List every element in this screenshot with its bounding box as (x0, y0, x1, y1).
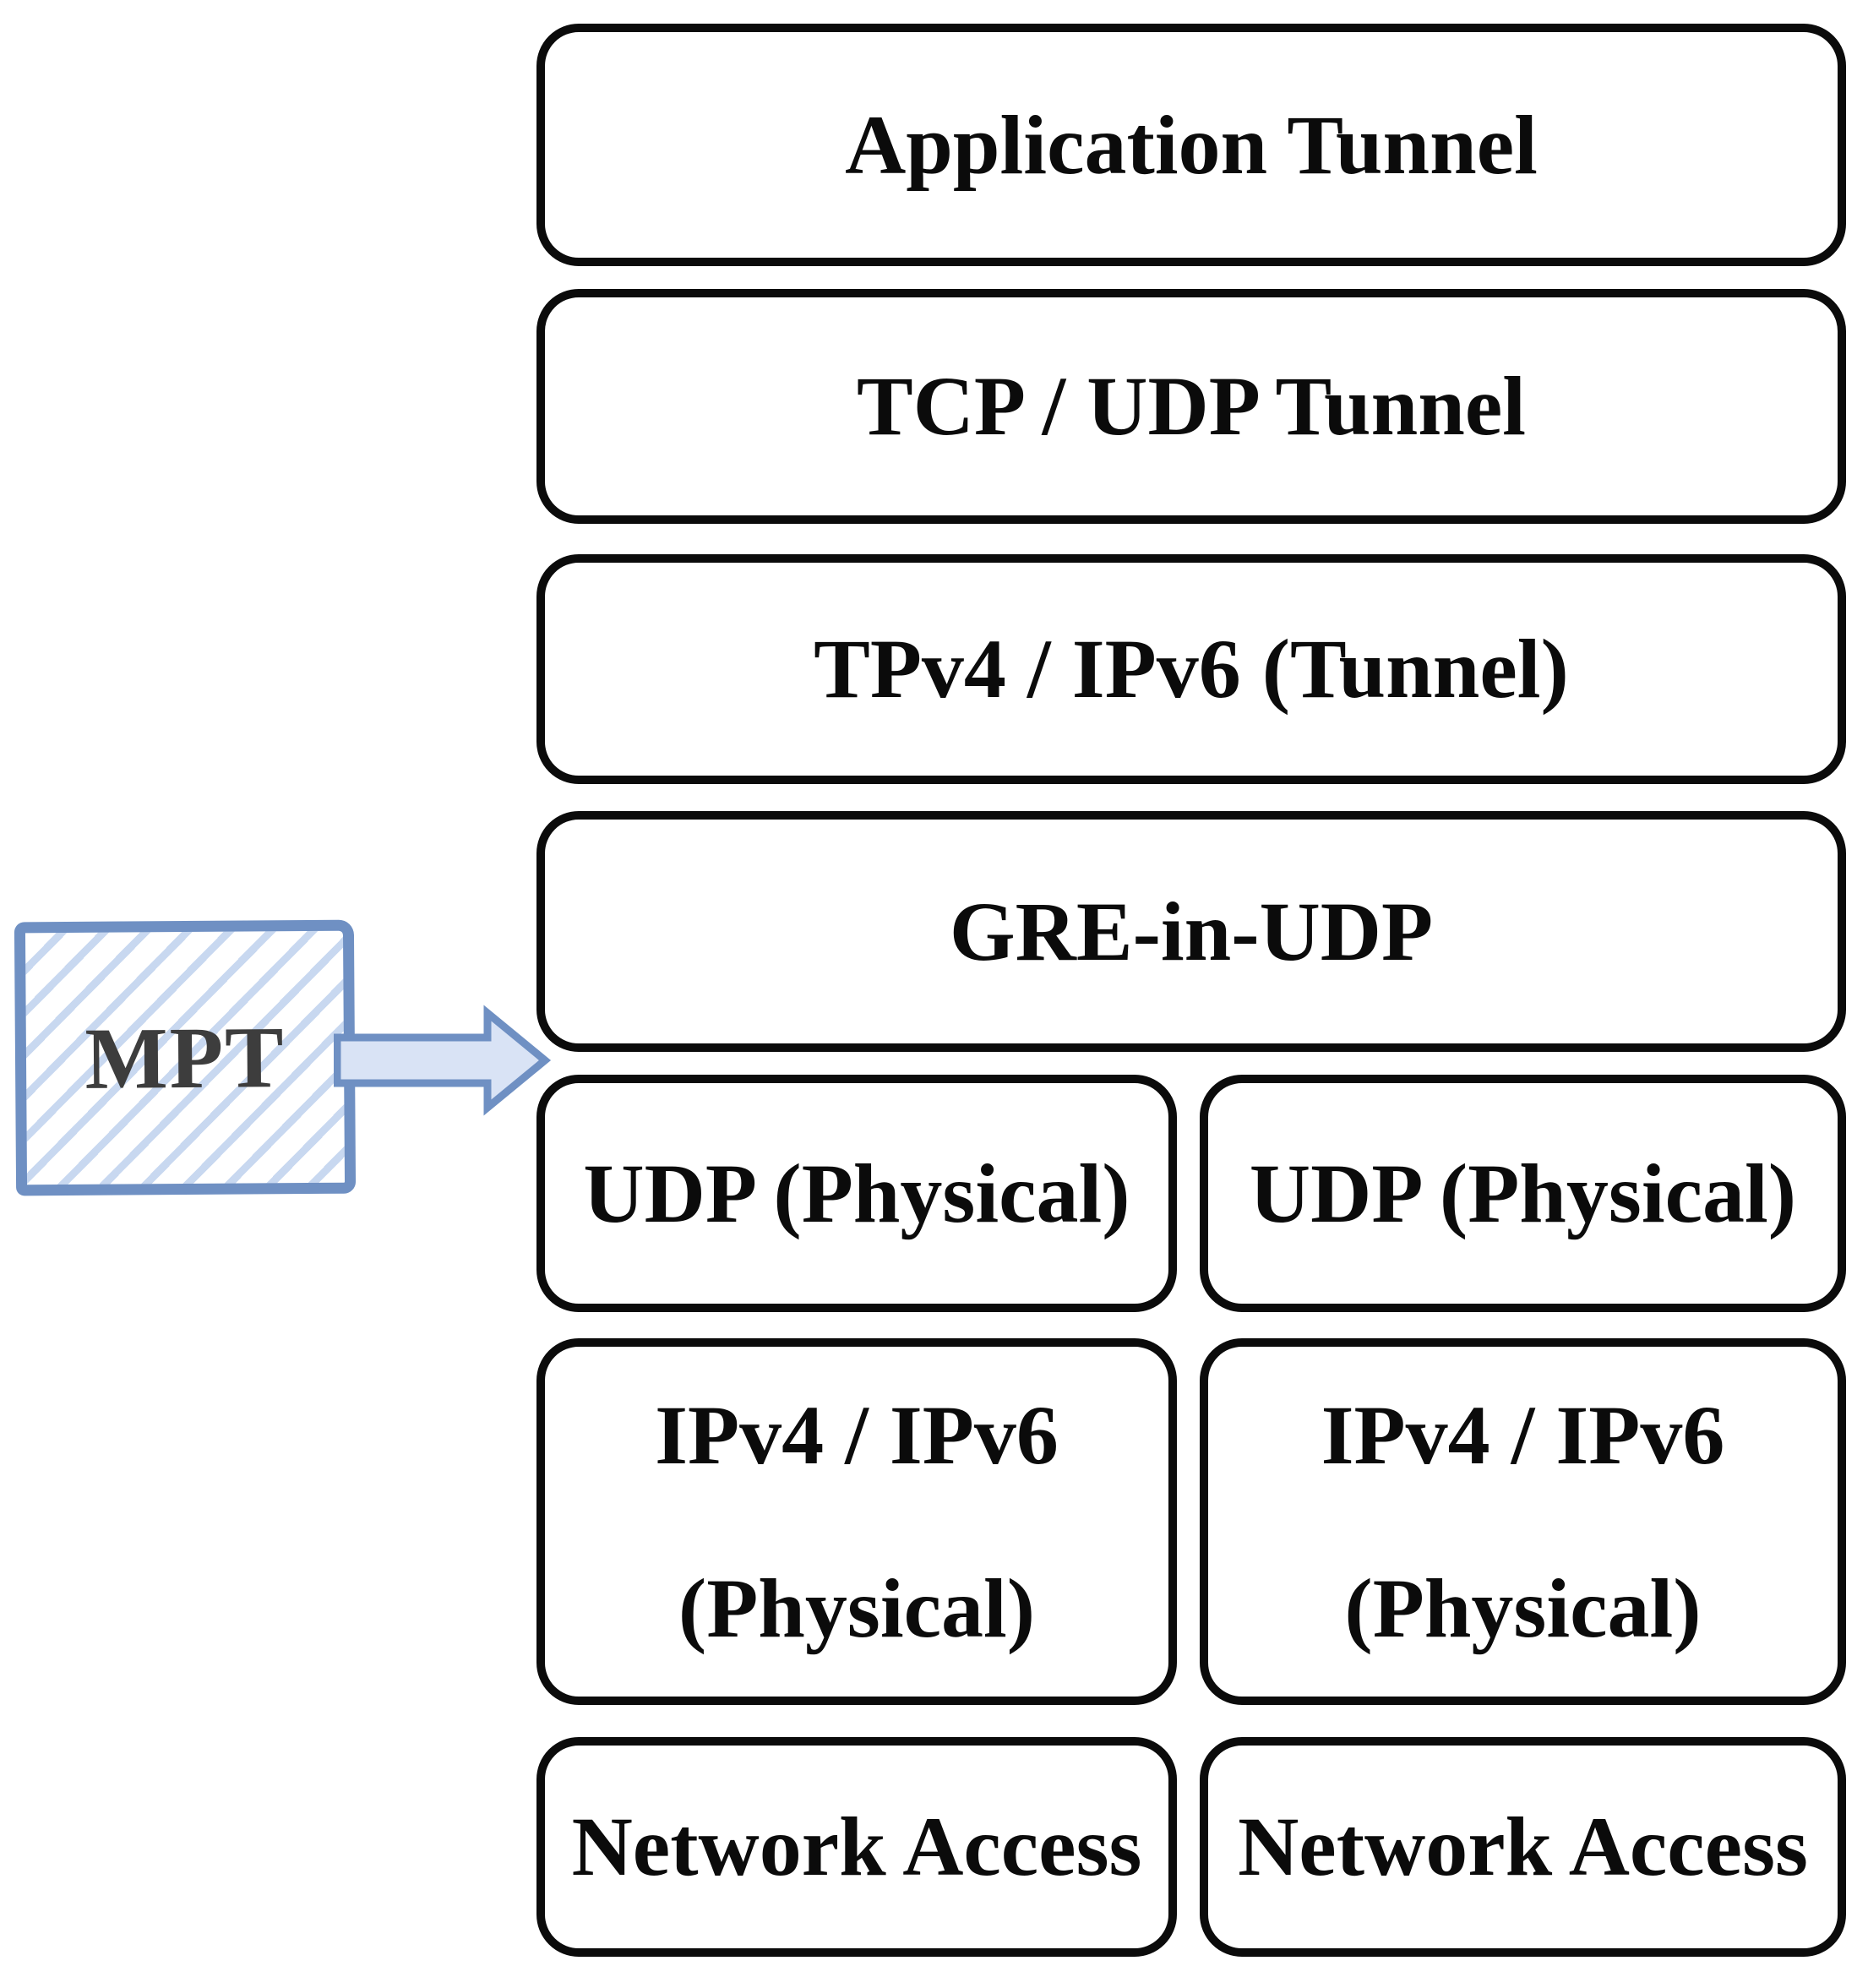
arrow-right-icon (334, 1005, 552, 1116)
layer-label-line1: IPv4 / IPv6 (655, 1387, 1059, 1482)
layer-label: TCP / UDP Tunnel (857, 359, 1526, 453)
layer-application-tunnel: Application Tunnel (536, 24, 1846, 266)
layer-label: UDP (Physical) (583, 1146, 1130, 1240)
layer-tpv4-ipv6-tunnel: TPv4 / IPv6 (Tunnel) (536, 554, 1846, 784)
layer-tcp-udp-tunnel: TCP / UDP Tunnel (536, 289, 1846, 524)
layer-network-access-right: Network Access (1200, 1737, 1846, 1957)
layer-udp-physical-right: UDP (Physical) (1200, 1075, 1846, 1312)
layer-gre-in-udp: GRE-in-UDP (536, 811, 1846, 1052)
mpt-box: MPT (14, 919, 357, 1196)
layer-network-access-left: Network Access (536, 1737, 1177, 1957)
layer-label-line2: (Physical) (1344, 1560, 1702, 1655)
layer-ipv4-ipv6-physical-left: IPv4 / IPv6 (Physical) (536, 1338, 1177, 1705)
layer-ipv4-ipv6-physical-right: IPv4 / IPv6 (Physical) (1200, 1338, 1846, 1705)
layer-label-line2: (Physical) (678, 1560, 1036, 1655)
layer-label-line1: IPv4 / IPv6 (1321, 1387, 1725, 1482)
mpt-label: MPT (84, 1008, 286, 1108)
layer-label: UDP (Physical) (1249, 1146, 1797, 1240)
layer-label: TPv4 / IPv6 (Tunnel) (814, 622, 1569, 716)
layer-udp-physical-left: UDP (Physical) (536, 1075, 1177, 1312)
layer-label: Network Access (571, 1800, 1142, 1893)
layer-label: Network Access (1238, 1800, 1808, 1893)
layer-label: Application Tunnel (845, 97, 1538, 192)
layer-label: GRE-in-UDP (949, 884, 1434, 978)
